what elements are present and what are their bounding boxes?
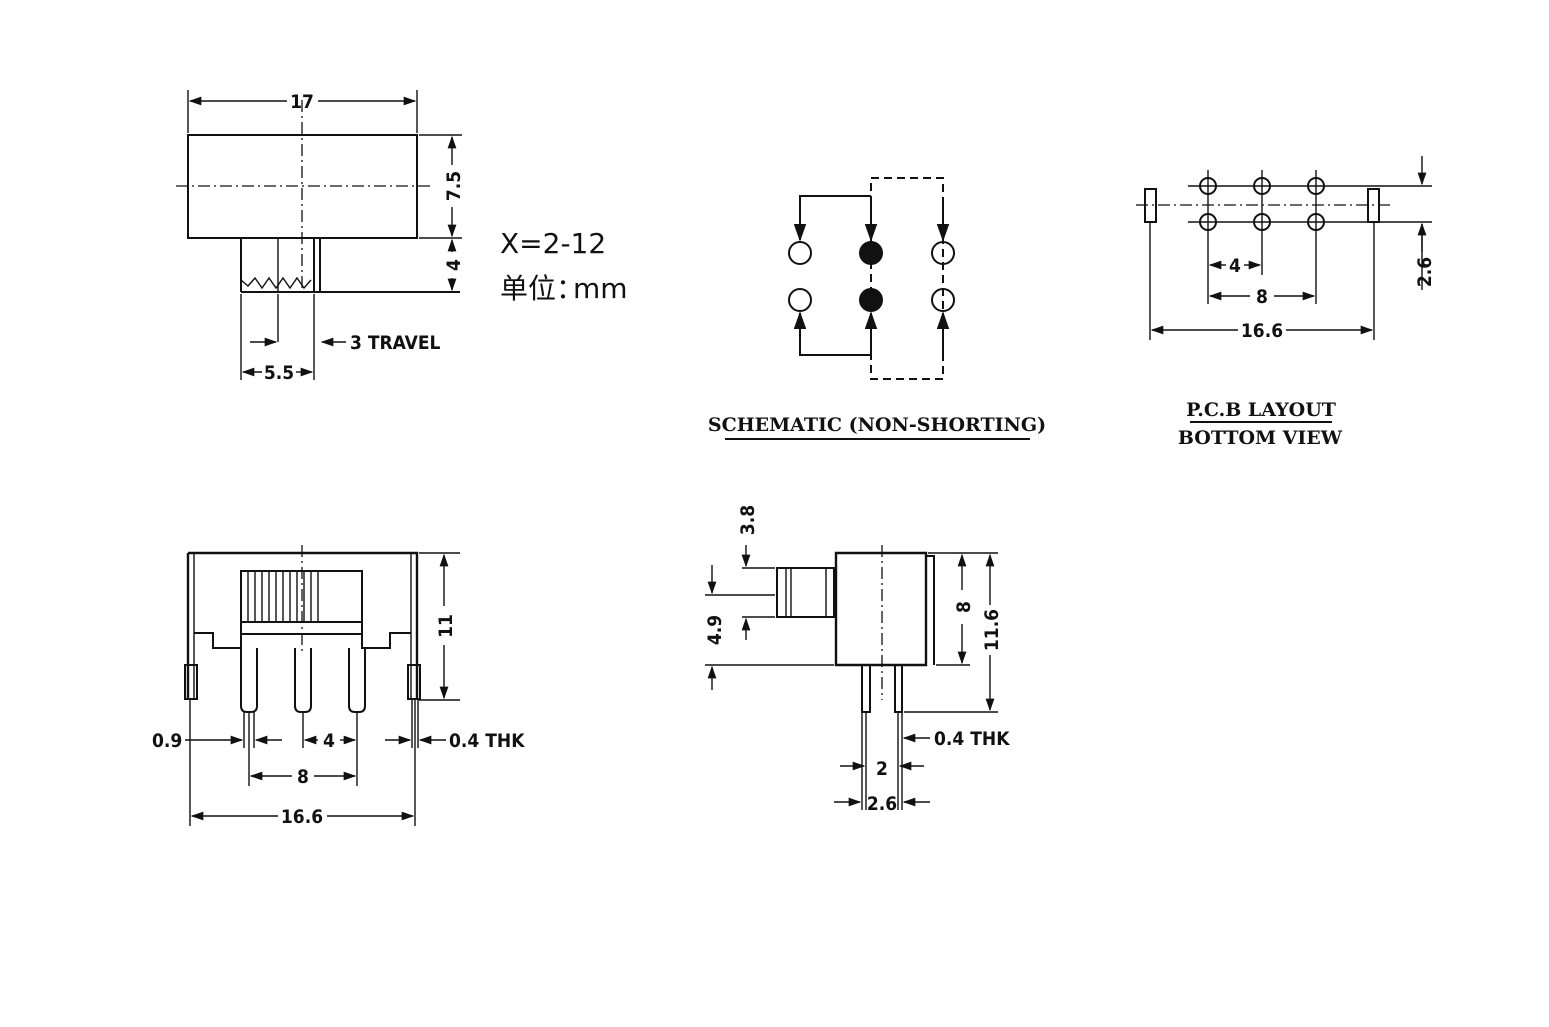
terminal-open [931,288,955,312]
slider-position-dashed [870,177,944,380]
knob-ribs [247,571,319,622]
schematic-caption: SCHEMATIC (NON-SHORTING) [708,414,1046,436]
dim-span-8: 8 [1256,286,1268,308]
terminal-open [788,288,812,312]
variant-note: X=2-12 [500,227,606,260]
dim-thickness: 0.4 THK [449,730,525,752]
pcb-caption-line2: BOTTOM VIEW [1178,427,1343,449]
side-knob [776,567,835,618]
terminal-open [788,241,812,265]
dim-span-8: 8 [297,766,309,788]
terminal-pins [184,648,421,713]
top-view: 17 7.5 4 5.5 3 TRAVEL [176,90,465,384]
dim-actuator-4: 4 [443,259,465,271]
actuator-knob [240,238,460,293]
terminal-common [859,241,883,265]
dim-height-11: 11 [435,614,457,638]
dim-row-2-6: 2.6 [1414,257,1436,287]
frame-outline [186,551,419,698]
schematic: SCHEMATIC (NON-SHORTING) [708,177,1046,440]
dim-pitch-4: 4 [323,730,335,752]
unit-label: 单位： [500,272,584,305]
dim-pin-width-0-9: 0.9 [152,730,182,752]
dim-actuator-width-5-5: 5.5 [264,362,294,384]
terminal-common [859,288,883,312]
dim-overall-11-6: 11.6 [981,609,1003,651]
dim-pitch-4: 4 [1229,255,1241,277]
terminal-open [931,241,955,265]
dim-pin-span-2-6: 2.6 [867,793,897,815]
dim-total-16-6: 16.6 [1241,320,1283,342]
dim-travel: 3 TRAVEL [350,332,441,354]
dim-knob-3-8: 3.8 [737,505,759,535]
dim-pin-gap-2: 2 [876,758,888,780]
front-view: 11 0.9 4 0.4 THK 8 16.6 [152,545,525,828]
dim-knob-offset-4-9: 4.9 [704,615,726,645]
unit-note: X=2-12 单位： mm [500,227,628,305]
pcb-caption-line1: P.C.B LAYOUT [1186,399,1336,421]
dim-width-17: 17 [290,91,314,113]
pcb-layout: 4 8 16.6 2.6 P.C.B LAYOUT BOTTOM VIEW [1136,156,1436,449]
dim-total-16-6: 16.6 [281,806,323,828]
unit-value: mm [573,272,628,305]
dim-thickness: 0.4 THK [934,728,1010,750]
dim-height-7-5: 7.5 [443,171,465,201]
dim-body-8: 8 [953,601,975,613]
side-view: 3.8 4.9 8 11.6 0.4 THK 2 2.6 [704,505,1010,815]
side-body [834,551,928,667]
